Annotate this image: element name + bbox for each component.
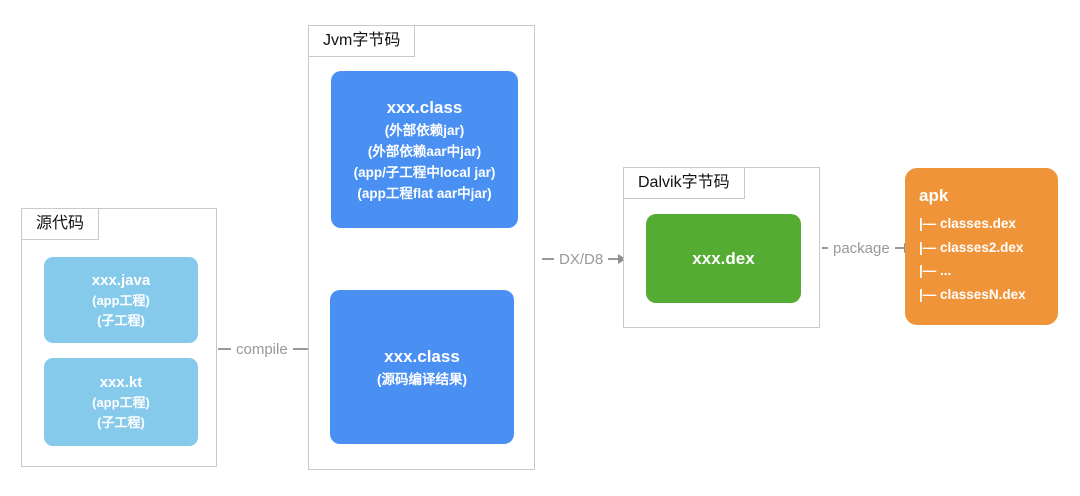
node-line: (源码编译结果) xyxy=(377,371,467,387)
node-line: (外部依赖aar中jar) xyxy=(367,143,482,159)
node-line: (子工程) xyxy=(97,312,145,328)
node-title: xxx.class xyxy=(386,97,463,117)
group-jvm-bytecode: Jvm字节码 xxx.class (外部依赖jar) (外部依赖aar中jar)… xyxy=(308,25,535,470)
arrow-dx-d8: DX/D8 xyxy=(542,250,627,268)
apk-entry-classes-dex: |— classes.dex xyxy=(919,216,1016,231)
node-line: (app工程flat aar中jar) xyxy=(357,185,492,201)
node-xxx-class-dependencies: xxx.class (外部依赖jar) (外部依赖aar中jar) (app/子… xyxy=(331,71,518,228)
arrow-dash xyxy=(822,247,828,249)
node-line: (子工程) xyxy=(97,414,145,430)
arrow-right-icon xyxy=(608,254,627,264)
node-xxx-java: xxx.java (app工程) (子工程) xyxy=(44,257,198,343)
arrow-dx-d8-label: DX/D8 xyxy=(559,250,604,268)
group-jvm-bytecode-label: Jvm字节码 xyxy=(308,25,416,57)
group-source-code-label: 源代码 xyxy=(21,208,100,240)
node-xxx-class-compiled: xxx.class (源码编译结果) xyxy=(330,290,514,444)
apk-title: apk xyxy=(919,186,949,205)
apk-entry-classesN-dex: |— classesN.dex xyxy=(919,286,1026,302)
group-source-code: 源代码 xxx.java (app工程) (子工程) xxx.kt (app工程… xyxy=(21,208,217,467)
node-line: (app工程) xyxy=(92,292,150,308)
arrow-dash xyxy=(218,348,231,350)
arrow-package: package xyxy=(822,239,912,257)
arrow-compile-label: compile xyxy=(236,340,288,358)
node-title: xxx.java xyxy=(91,271,151,289)
node-title: xxx.dex xyxy=(692,248,755,268)
arrow-package-label: package xyxy=(833,239,890,257)
node-title: xxx.class xyxy=(384,346,460,366)
node-line: (app/子工程中local jar) xyxy=(353,164,496,180)
node-xxx-dex: xxx.dex xyxy=(646,214,801,303)
node-xxx-kt: xxx.kt (app工程) (子工程) xyxy=(44,358,198,446)
apk-entry-classes2-dex: |— classes2.dex xyxy=(919,239,1024,255)
node-line: (外部依赖jar) xyxy=(384,122,465,138)
apk-entry-ellipsis: |— ... xyxy=(919,263,952,278)
node-line: (app工程) xyxy=(92,394,150,410)
group-dalvik-bytecode-label: Dalvik字节码 xyxy=(623,167,745,199)
arrow-right-icon xyxy=(894,243,912,253)
node-apk: apk |— classes.dex |— classes2.dex |— ..… xyxy=(905,168,1058,325)
arrow-dash xyxy=(542,258,554,260)
node-title: xxx.kt xyxy=(99,373,143,391)
group-dalvik-bytecode: Dalvik字节码 xxx.dex xyxy=(623,167,820,328)
